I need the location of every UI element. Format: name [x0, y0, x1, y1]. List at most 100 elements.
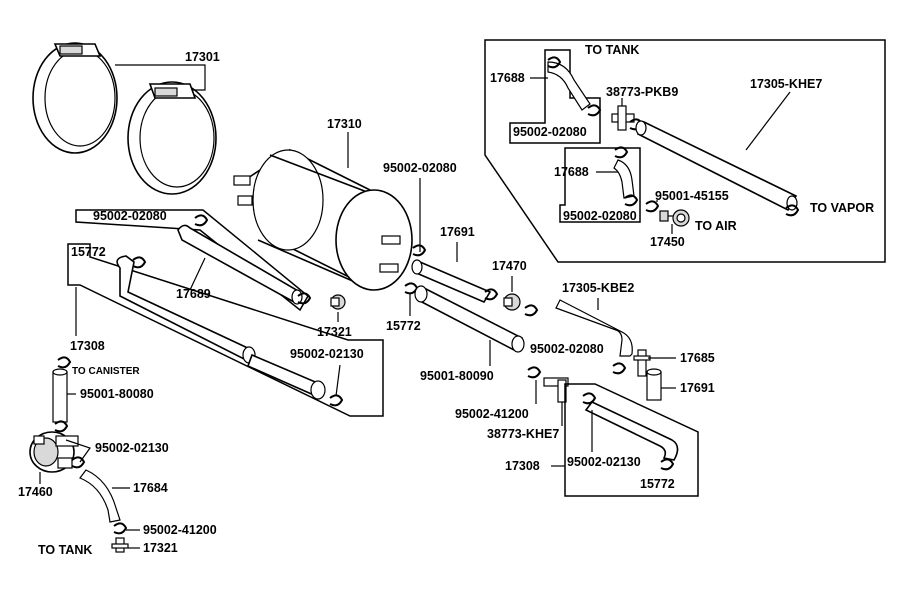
hose-17308-main — [116, 255, 256, 364]
label-17321-a: 17321 — [317, 325, 352, 339]
label-17310: 17310 — [327, 117, 362, 131]
leader-17689 — [189, 257, 206, 291]
clip-17305-khe7 — [785, 204, 800, 217]
canister-nipple-lower — [379, 263, 399, 273]
label-95001-80080: 95001-80080 — [80, 387, 154, 401]
label-to-air: TO AIR — [695, 219, 737, 233]
fitting-17470 — [503, 293, 521, 311]
label-to-vapor: TO VAPOR — [810, 201, 874, 215]
clip-15772-a — [132, 256, 147, 269]
clip-17688-a-top — [547, 56, 562, 69]
label-95002-02130-a: 95002-02130 — [290, 347, 364, 361]
label-95002-02080-d: 95002-02080 — [513, 125, 587, 139]
label-17321-b: 17321 — [143, 541, 178, 555]
label-17688-b: 17688 — [554, 165, 589, 179]
label-17685: 17685 — [680, 351, 715, 365]
label-17450: 17450 — [650, 235, 685, 249]
clip-17688-b-bottom — [624, 194, 639, 207]
tee-joint-38773-khe7 — [543, 377, 569, 403]
hose-17308-b — [584, 400, 679, 461]
leader-17301 — [115, 64, 206, 91]
clip-95002-02130-a — [329, 394, 344, 407]
label-17691-a: 17691 — [440, 225, 475, 239]
hose-95001-80080 — [52, 368, 68, 423]
clip-95002-02130-b — [582, 392, 597, 405]
clip-15772-c — [660, 458, 675, 471]
tee-joint-38773-pkb9 — [611, 105, 635, 131]
label-95001-80090: 95001-80090 — [420, 369, 494, 383]
label-17688-a: 17688 — [490, 71, 525, 85]
label-95002-02130-b: 95002-02130 — [567, 455, 641, 469]
clip-17689-end — [297, 292, 312, 305]
label-15772-c: 15772 — [640, 477, 675, 491]
clip-95002-41200-a — [527, 366, 542, 379]
label-15772-a: 15772 — [71, 245, 106, 259]
label-17305-kbe2: 17305-KBE2 — [562, 281, 634, 295]
inset-subbox-lower — [559, 147, 641, 223]
canister-body — [233, 148, 413, 291]
hose-95001-80090 — [414, 285, 525, 353]
label-95002-02080-a: 95002-02080 — [383, 161, 457, 175]
clip-17688-b-top — [614, 146, 629, 159]
label-17691-b: 17691 — [680, 381, 715, 395]
valve-17460 — [29, 431, 79, 473]
leader-95002-02130-a — [335, 364, 341, 397]
clip-95002-02080-b — [194, 214, 209, 227]
inset-subbox-upper — [509, 49, 601, 144]
clip-to-canister — [57, 356, 72, 369]
label-17308-a: 17308 — [70, 339, 105, 353]
canister-nipple-upper — [381, 235, 401, 245]
clip-95002-02080-a — [412, 244, 427, 257]
strap-band-right — [127, 81, 217, 195]
hose-17691-b — [646, 368, 662, 401]
group-box-17308-b — [564, 383, 699, 497]
clip-95002-02130-c-upper — [54, 420, 69, 433]
strap-band-left — [32, 42, 118, 154]
hose-17308-lower — [246, 353, 326, 400]
hose-17688-b — [613, 159, 635, 199]
label-38773-pkb9: 38773-PKB9 — [606, 85, 678, 99]
group-box-17308-a — [67, 243, 384, 417]
label-17470: 17470 — [492, 259, 527, 273]
hose-17688-a — [547, 61, 591, 111]
label-17301: 17301 — [185, 50, 220, 64]
label-17305-khe7: 17305-KHE7 — [750, 77, 822, 91]
label-38773-khe7: 38773-KHE7 — [487, 427, 559, 441]
hose-17684 — [79, 469, 121, 523]
label-to-tank-top: TO TANK — [585, 43, 639, 57]
label-17460: 17460 — [18, 485, 53, 499]
clip-95002-02130-c-lower — [71, 456, 86, 469]
clip-95002-02080-c — [612, 362, 627, 375]
inset-box-outline — [484, 39, 886, 263]
label-17308-b: 17308 — [505, 459, 540, 473]
clip-17691-a — [484, 288, 499, 301]
label-15772-b: 15772 — [386, 319, 421, 333]
label-17684: 17684 — [133, 481, 168, 495]
label-95002-41200-a: 95002-41200 — [455, 407, 529, 421]
label-95002-02080-b: 95002-02080 — [93, 209, 167, 223]
hose-17691-a — [411, 259, 492, 304]
label-95002-02130-c: 95002-02130 — [95, 441, 169, 455]
hose-17305-kbe2 — [555, 299, 633, 357]
leader-17305-khe7 — [745, 91, 791, 151]
label-95002-02080-e: 95002-02080 — [563, 209, 637, 223]
label-17689: 17689 — [176, 287, 211, 301]
fitting-17685 — [633, 349, 651, 377]
group-box-17689 — [75, 209, 309, 312]
filter-17450 — [659, 209, 690, 227]
clip-17688-a-bottom — [587, 104, 602, 117]
label-to-tank-bottom: TO TANK — [38, 543, 92, 557]
hose-17689 — [177, 224, 303, 305]
hose-17305-khe7 — [635, 120, 798, 212]
fitting-17321-b — [111, 537, 129, 553]
fitting-17321-a — [330, 294, 346, 310]
clip-17470 — [524, 304, 539, 317]
label-95002-02080-c: 95002-02080 — [530, 342, 604, 356]
label-95002-41200-b: 95002-41200 — [143, 523, 217, 537]
leader-95002-02130-c — [65, 439, 91, 463]
clip-95002-41200-b — [113, 522, 128, 535]
label-to-canister: TO CANISTER — [72, 366, 140, 377]
clip-95001-45155 — [645, 200, 660, 213]
